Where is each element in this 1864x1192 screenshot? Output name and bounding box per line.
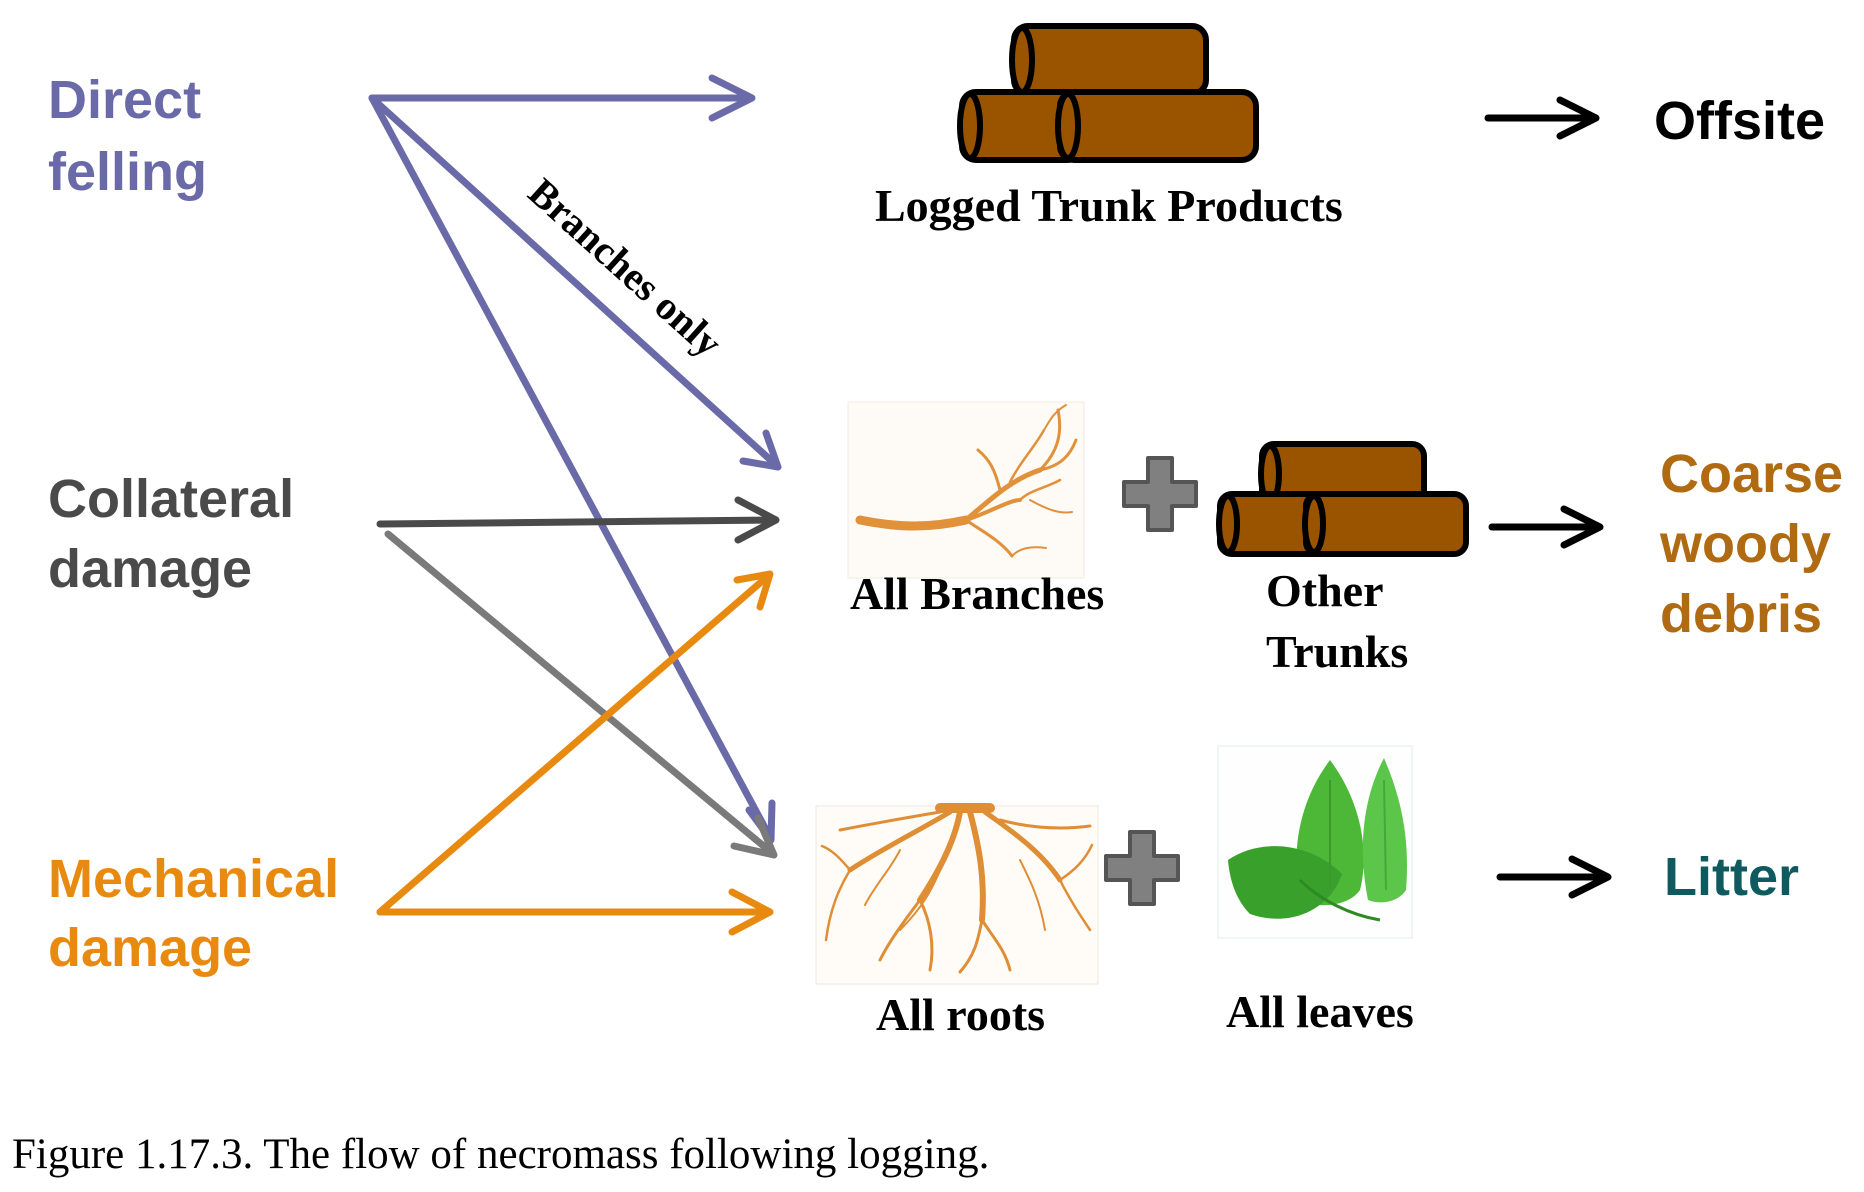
coarse-line3: debris	[1660, 584, 1822, 644]
other-trunks-line1: Other	[1266, 565, 1384, 616]
all-roots-label: All roots	[876, 989, 1045, 1040]
arrow-collateral-to-litter	[384, 530, 778, 859]
arrow-direct-to-logged	[368, 74, 756, 122]
arrow-to-litter	[1496, 855, 1612, 899]
source-direct-felling: Direct felling	[48, 70, 207, 202]
other-trunks-line2: Trunks	[1266, 626, 1408, 677]
arrow-to-offsite	[1484, 96, 1600, 140]
mechanical-damage-line1: Mechanical	[48, 849, 339, 909]
branches-only-label: Branches only	[520, 169, 731, 365]
direct-felling-line2: felling	[48, 142, 207, 202]
litter-label: Litter	[1664, 847, 1799, 907]
coarse-line2: woody	[1659, 514, 1831, 574]
all-branches-label: All Branches	[850, 568, 1104, 619]
roots-image	[815, 803, 1099, 985]
direct-felling-line1: Direct	[48, 70, 201, 130]
logged-trunk-products-label: Logged Trunk Products	[875, 180, 1343, 231]
leaves-image	[1217, 745, 1413, 939]
plus-icon-1	[1122, 456, 1198, 532]
logged-trunk-products-icon	[957, 23, 1259, 163]
collateral-damage-line2: damage	[48, 539, 252, 599]
offsite-label: Offsite	[1654, 91, 1825, 151]
arrow-mechanical-to-branches	[376, 570, 774, 916]
arrow-direct-to-branches	[368, 94, 782, 471]
arrow-mechanical-to-litter	[376, 888, 774, 936]
all-leaves-label: All leaves	[1226, 986, 1414, 1037]
figure-caption: Figure 1.17.3. The flow of necromass fol…	[12, 1131, 989, 1178]
plus-icon-2	[1104, 830, 1180, 906]
source-collateral-damage: Collateral damage	[48, 469, 294, 599]
mechanical-damage-line2: damage	[48, 918, 252, 978]
arrow-to-coarse-woody-debris	[1488, 505, 1604, 549]
arrow-collateral-to-branches	[376, 496, 780, 544]
coarse-woody-debris-label: Coarse woody debris	[1659, 444, 1843, 644]
coarse-line1: Coarse	[1660, 444, 1843, 504]
source-mechanical-damage: Mechanical damage	[48, 849, 339, 978]
branches-image	[847, 401, 1085, 579]
collateral-damage-line1: Collateral	[48, 469, 294, 529]
other-trunks-icon	[1216, 441, 1469, 557]
